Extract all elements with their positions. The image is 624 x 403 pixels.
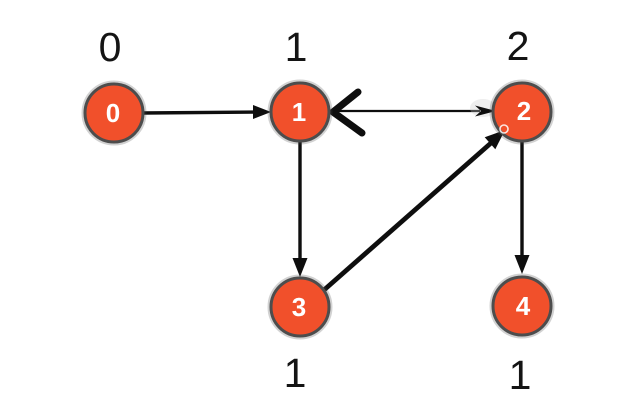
count-above-node-0: 0 bbox=[99, 24, 122, 70]
arrowhead-into-node-1 bbox=[253, 105, 271, 119]
edges bbox=[142, 88, 530, 292]
thin-arrowhead-into-node-2 bbox=[475, 105, 496, 117]
node-4: 4 bbox=[489, 273, 555, 339]
edge-3-to-2 bbox=[322, 141, 493, 292]
node-3-circle bbox=[269, 276, 331, 338]
bold-arrowhead-into-node-2 bbox=[484, 130, 505, 150]
count-above-node-2: 2 bbox=[507, 23, 530, 69]
node-0-label: 0 bbox=[106, 98, 120, 128]
node-0: 0 bbox=[81, 80, 147, 146]
node-0-circle bbox=[83, 82, 145, 144]
arrowhead-into-node-3 bbox=[292, 258, 308, 277]
edge-0-to-1 bbox=[142, 110, 258, 115]
count-below-node-4: 1 bbox=[509, 352, 532, 398]
node-1: 1 bbox=[267, 79, 333, 145]
ring-marker bbox=[499, 124, 509, 134]
node-4-circle bbox=[491, 275, 553, 337]
node-2-label: 2 bbox=[517, 96, 531, 126]
arrowhead-into-node-4 bbox=[514, 255, 530, 274]
hand-drawn-arrowhead-into-node-1 bbox=[329, 88, 366, 137]
count-above-node-1: 1 bbox=[285, 24, 308, 70]
node-1-label: 1 bbox=[292, 97, 306, 127]
node-2: 2 bbox=[489, 79, 555, 145]
count-labels: 0 1 2 1 1 bbox=[99, 23, 532, 398]
node-3: 3 bbox=[267, 274, 333, 340]
count-below-node-3: 1 bbox=[284, 350, 307, 396]
node-4-label: 4 bbox=[516, 291, 531, 321]
node-1-circle bbox=[269, 81, 331, 143]
node-3-label: 3 bbox=[292, 292, 306, 322]
